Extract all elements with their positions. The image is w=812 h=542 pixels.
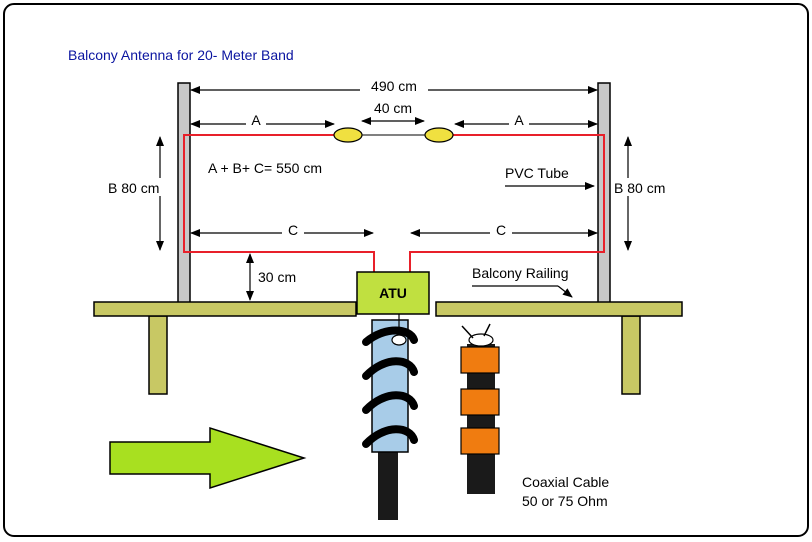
dim-a-left-bg (246, 113, 266, 127)
railing-bar-right (435, 301, 683, 317)
insulator-left-icon (333, 127, 363, 143)
coax-lead-1 (461, 325, 474, 339)
choke-winding-1 (362, 326, 418, 346)
antenna-wire (183, 134, 605, 272)
dim-c-left-bg (282, 222, 304, 236)
railing-leg-right (621, 315, 641, 395)
dim-a-left-label: A (251, 112, 261, 128)
dim-a-right-label: A (514, 112, 524, 128)
right-arrow-icon (109, 426, 307, 490)
coax-end-icon (468, 333, 494, 347)
dim-c-right-bg (490, 222, 512, 236)
ferrite-bead-2 (460, 388, 500, 416)
choke-winding-4 (362, 425, 418, 448)
pvc-tube-label: PVC Tube (505, 165, 569, 181)
dim-30-label: 30 cm (258, 269, 296, 285)
coax-label-line2: 50 or 75 Ohm (522, 493, 608, 509)
choke-winding-3 (362, 391, 418, 414)
dim-total-bg (360, 78, 428, 94)
railing-label: Balcony Railing (472, 265, 569, 281)
ferrite-bead-1 (460, 346, 500, 374)
atu-box (356, 271, 430, 315)
insulator-right-icon (424, 127, 454, 143)
diagram-title: Balcony Antenna for 20- Meter Band (68, 47, 294, 63)
dim-gap-label: 40 cm (374, 100, 412, 116)
dim-b-left-label: B 80 cm (108, 180, 159, 196)
railing-leg-left (148, 315, 168, 395)
coax-label-line1: Coaxial Cable (522, 474, 609, 490)
coax-lead-2 (483, 323, 491, 337)
dim-c-left-label: C (288, 222, 298, 238)
railing-pointer-arrow (557, 285, 573, 298)
ferrite-bead-3 (460, 427, 500, 455)
dim-b-right-bg (612, 178, 682, 196)
dim-a-right-bg (509, 113, 529, 127)
dim-c-right-label: C (496, 222, 506, 238)
dim-b-right-label: B 80 cm (614, 180, 665, 196)
dim-total-label: 490 cm (371, 78, 417, 94)
formula-label: A + B+ C= 550 cm (208, 160, 322, 176)
atu-label: ATU (379, 285, 407, 301)
choke-winding-2 (362, 357, 418, 380)
coax-cable-left (378, 440, 398, 520)
choke-cable-end-icon (391, 334, 407, 346)
dim-b-left-bg (106, 178, 174, 196)
railing-bar-left (93, 301, 357, 317)
